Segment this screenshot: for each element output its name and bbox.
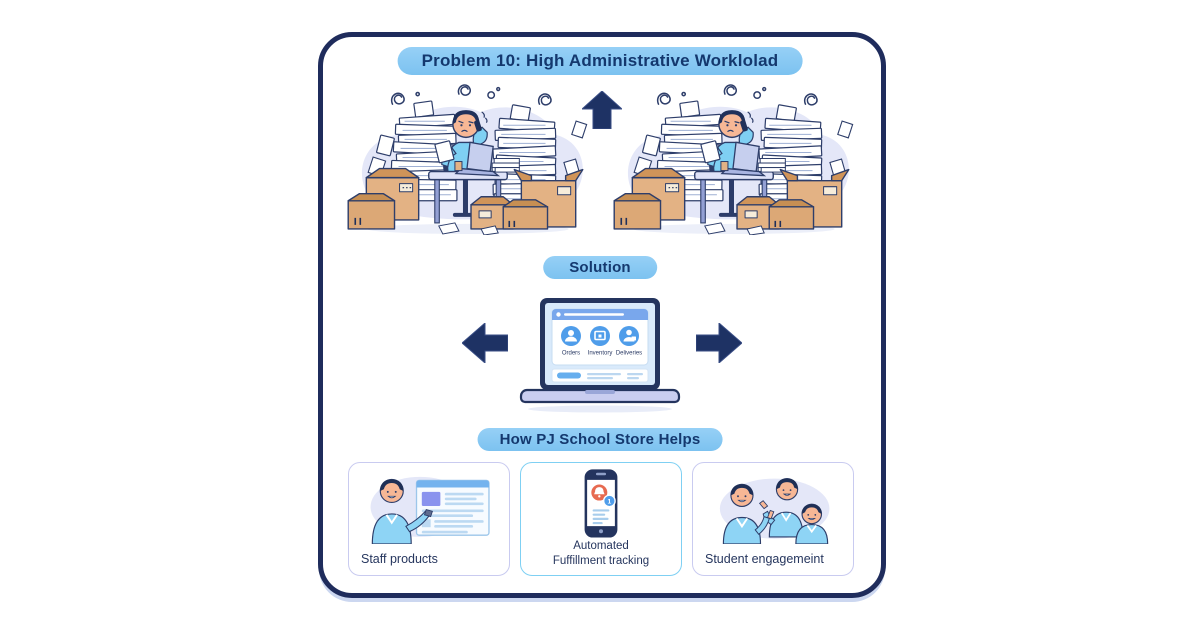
- feature-card-staff-products: Staff products: [348, 462, 510, 576]
- app-footer-button: [557, 372, 581, 379]
- feature-card-student-engagement: Student engagemeint: [692, 462, 854, 576]
- badge-count: 1: [608, 498, 612, 505]
- laptop-tab-inventory: Inventory: [588, 351, 613, 357]
- staff-products-illustration: [370, 476, 490, 544]
- helps-title-badge: How PJ School Store Helps: [477, 428, 723, 451]
- right-arrow-icon: [696, 323, 742, 363]
- problem-title-badge: Problem 10: High Administrative Worklola…: [397, 47, 803, 75]
- laptop-illustration: Orders Inventory Deliveries: [519, 298, 681, 413]
- feature-card-label: Automated Fuffillment tracking: [552, 540, 650, 567]
- presenting-staff-member: [371, 478, 433, 544]
- student-left: [722, 483, 775, 544]
- badge-circle: [603, 494, 616, 508]
- orders-icon: [561, 326, 581, 346]
- deliveries-icon: [619, 326, 639, 346]
- pointing-finger: [767, 509, 775, 520]
- inventory-icon: [590, 326, 610, 346]
- left-arrow-icon: [462, 323, 508, 363]
- home-button: [598, 529, 604, 534]
- solution-badge: Solution: [543, 256, 657, 279]
- phone-notification-illustration: 1: [584, 469, 618, 538]
- student-front: [795, 503, 829, 544]
- laptop-tab-deliveries: Deliveries: [616, 351, 642, 357]
- pointing-hand: [423, 508, 433, 518]
- feature-card-label: Staff products: [361, 552, 438, 566]
- app-footer-panel: [551, 368, 649, 383]
- app-header-line: [564, 313, 624, 316]
- feature-card-fulfillment-tracking: 1 Automated Fuffillment tracking: [520, 462, 682, 576]
- bell-icon: [594, 487, 605, 495]
- workload-illustration-left: [342, 82, 594, 235]
- feature-card-label: Student engagemeint: [705, 552, 824, 566]
- app-header-dot: [556, 312, 561, 317]
- laptop-hinge-notch: [585, 390, 615, 394]
- laptop-base: [519, 388, 681, 404]
- phone-top-bezel: [585, 470, 617, 480]
- workload-illustration-right: [608, 82, 860, 235]
- students-illustration: [719, 478, 830, 544]
- laptop-tab-orders: Orders: [562, 351, 580, 357]
- product-panel: [415, 479, 490, 536]
- up-arrow-icon: [582, 91, 622, 129]
